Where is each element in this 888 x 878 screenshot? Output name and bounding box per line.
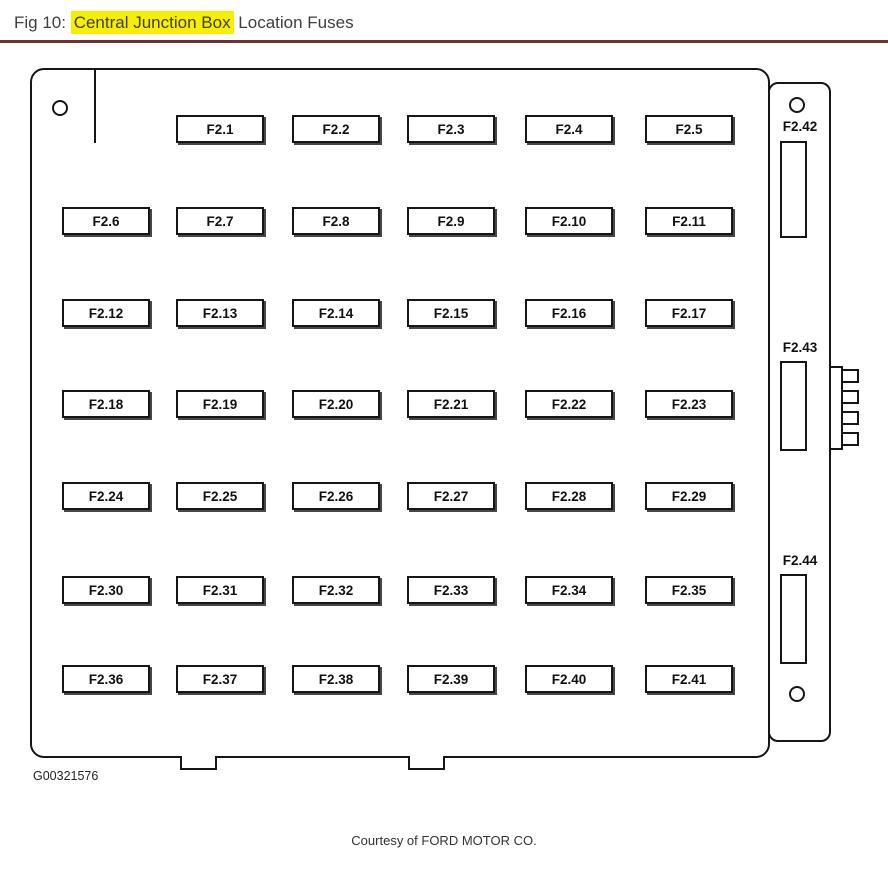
fuse-F2.25: F2.25 xyxy=(176,482,264,510)
fuse-F2.19: F2.19 xyxy=(176,390,264,418)
figure-title-highlight: Central Junction Box xyxy=(70,11,234,34)
fuse-F2.36: F2.36 xyxy=(62,665,150,693)
fuse-F2.30: F2.30 xyxy=(62,576,150,604)
fuse-F2.14: F2.14 xyxy=(292,299,380,327)
fuse-F2.41: F2.41 xyxy=(645,665,733,693)
figure-title-suffix: Location Fuses xyxy=(233,13,354,32)
fuse-F2.18: F2.18 xyxy=(62,390,150,418)
fuse-label-F2.42: F2.42 xyxy=(782,119,818,134)
fuse-F2.23: F2.23 xyxy=(645,390,733,418)
fuse-F2.3: F2.3 xyxy=(407,115,495,143)
mounting-hole-icon xyxy=(789,97,805,113)
fuse-F2.35: F2.35 xyxy=(645,576,733,604)
mounting-hole-icon xyxy=(52,100,68,116)
fuse-F2.33: F2.33 xyxy=(407,576,495,604)
fuse-F2.17: F2.17 xyxy=(645,299,733,327)
caption-divider-rule xyxy=(0,40,888,43)
fuse-F2.34: F2.34 xyxy=(525,576,613,604)
edge-connector-pin xyxy=(841,390,859,404)
fuse-F2.21: F2.21 xyxy=(407,390,495,418)
fuse-slot-F2.44 xyxy=(780,574,807,664)
fuse-F2.5: F2.5 xyxy=(645,115,733,143)
fuse-F2.28: F2.28 xyxy=(525,482,613,510)
fuse-F2.26: F2.26 xyxy=(292,482,380,510)
fuse-label-F2.44: F2.44 xyxy=(782,553,818,568)
fuse-F2.9: F2.9 xyxy=(407,207,495,235)
figure-title-prefix: Fig 10: xyxy=(14,13,71,32)
fuse-F2.31: F2.31 xyxy=(176,576,264,604)
fuse-F2.38: F2.38 xyxy=(292,665,380,693)
fuse-F2.32: F2.32 xyxy=(292,576,380,604)
fuse-F2.37: F2.37 xyxy=(176,665,264,693)
fuse-F2.16: F2.16 xyxy=(525,299,613,327)
fuse-F2.10: F2.10 xyxy=(525,207,613,235)
fuse-F2.20: F2.20 xyxy=(292,390,380,418)
fuse-slot-F2.42 xyxy=(780,141,807,238)
courtesy-line: Courtesy of FORD MOTOR CO. xyxy=(351,833,537,848)
drawing-part-number: G00321576 xyxy=(33,769,99,783)
fuse-F2.29: F2.29 xyxy=(645,482,733,510)
fuse-F2.13: F2.13 xyxy=(176,299,264,327)
fuse-F2.6: F2.6 xyxy=(62,207,150,235)
fuse-F2.12: F2.12 xyxy=(62,299,150,327)
figure-title: Fig 10: Central Junction Box Location Fu… xyxy=(14,11,354,34)
edge-connector-pin xyxy=(841,432,859,446)
edge-connector xyxy=(829,366,843,450)
fuse-label-F2.43: F2.43 xyxy=(782,340,818,355)
figure-caption-bar: Fig 10: Central Junction Box Location Fu… xyxy=(0,0,888,43)
fuse-F2.7: F2.7 xyxy=(176,207,264,235)
corner-divider-line xyxy=(94,69,96,143)
bottom-tab xyxy=(180,756,217,770)
fuse-F2.27: F2.27 xyxy=(407,482,495,510)
fuse-F2.22: F2.22 xyxy=(525,390,613,418)
fuse-slot-F2.43 xyxy=(780,361,807,451)
fuse-F2.4: F2.4 xyxy=(525,115,613,143)
edge-connector-pin xyxy=(841,369,859,383)
fuse-F2.1: F2.1 xyxy=(176,115,264,143)
fuse-F2.24: F2.24 xyxy=(62,482,150,510)
edge-connector-pin xyxy=(841,411,859,425)
fuse-F2.2: F2.2 xyxy=(292,115,380,143)
fuse-F2.15: F2.15 xyxy=(407,299,495,327)
fuse-F2.40: F2.40 xyxy=(525,665,613,693)
fuse-F2.8: F2.8 xyxy=(292,207,380,235)
mounting-hole-icon xyxy=(789,686,805,702)
fuse-F2.11: F2.11 xyxy=(645,207,733,235)
fuse-F2.39: F2.39 xyxy=(407,665,495,693)
bottom-tab xyxy=(408,756,445,770)
